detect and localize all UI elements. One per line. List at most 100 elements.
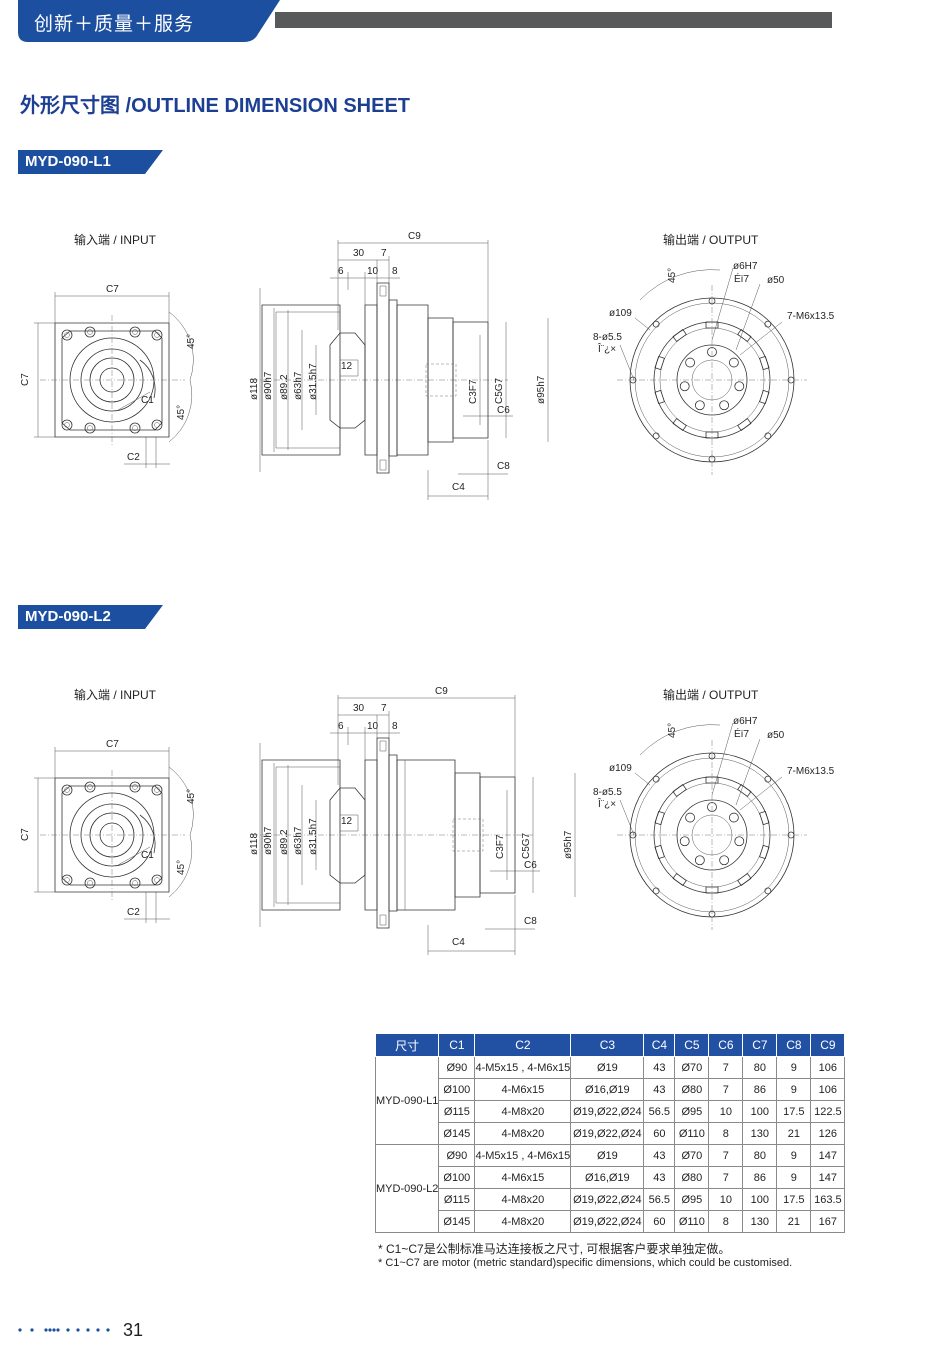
table-cell: 9 bbox=[776, 1078, 812, 1101]
dim-45-output: 45° bbox=[667, 722, 678, 738]
table-cell: Ø16,Ø19 bbox=[570, 1078, 645, 1101]
dim-c4: C4 bbox=[452, 937, 465, 948]
table-cell: 4-M6x15 bbox=[474, 1078, 572, 1101]
table-cell: 100 bbox=[742, 1188, 778, 1211]
dim-30: 30 bbox=[353, 248, 365, 259]
dim-c7-top: C7 bbox=[106, 739, 119, 750]
dim-c8: C8 bbox=[524, 916, 537, 927]
dim-12: 12 bbox=[341, 361, 353, 372]
input-view-drawing bbox=[0, 0, 952, 560]
table-cell: 4-M8x20 bbox=[474, 1188, 572, 1211]
table-cell: 4-M6x15 bbox=[474, 1166, 572, 1189]
table-cell: Ø95 bbox=[674, 1188, 710, 1211]
dim-d90-text: ø90h7 bbox=[263, 826, 274, 855]
dim-c7-left: C7 bbox=[20, 373, 31, 386]
table-cell: 4-M5x15 , 4-M6x15 bbox=[474, 1144, 572, 1167]
dim-d50: ø50 bbox=[767, 730, 785, 741]
dim-45-top: 45° bbox=[186, 788, 197, 804]
table-cell: Ø115 bbox=[438, 1100, 476, 1123]
dim-d63-text: ø63h7 bbox=[293, 826, 304, 855]
dim-d95: ø95h7 bbox=[536, 375, 547, 404]
table-cell: Ø19,Ø22,Ø24 bbox=[570, 1100, 645, 1123]
dim-6: 6 bbox=[338, 266, 344, 277]
table-header-cell: C2 bbox=[474, 1033, 572, 1057]
page-number: 31 bbox=[123, 1320, 144, 1340]
table-cell: Ø145 bbox=[438, 1210, 476, 1233]
table-cell: 9 bbox=[776, 1144, 812, 1167]
dim-d90-text: ø90h7 bbox=[263, 371, 274, 400]
table-header-cell: C7 bbox=[742, 1033, 778, 1057]
dim-c6: C6 bbox=[524, 860, 537, 871]
table-cell: 17.5 bbox=[776, 1100, 812, 1123]
table-cell: Ø115 bbox=[438, 1188, 476, 1211]
table-cell: 7 bbox=[708, 1166, 744, 1189]
dim-c5: C5G7 bbox=[521, 832, 532, 859]
table-cell: 80 bbox=[742, 1056, 778, 1079]
table-cell: 60 bbox=[643, 1210, 676, 1233]
table-cell: Ø100 bbox=[438, 1078, 476, 1101]
dim-c1: C1 bbox=[141, 850, 154, 861]
table-cell: Ø80 bbox=[674, 1078, 710, 1101]
model-tag: MYD-090-L1 bbox=[18, 150, 163, 174]
dim-d118-text: ø118 bbox=[249, 832, 260, 855]
table-header-cell: C8 bbox=[776, 1033, 812, 1057]
table-cell: 9 bbox=[776, 1056, 812, 1079]
dim-7m6: 7-M6x13.5 bbox=[787, 311, 835, 322]
table-cell: 122.5 bbox=[810, 1100, 846, 1123]
dim-c5: C5G7 bbox=[494, 377, 505, 404]
dim-c7-left: C7 bbox=[20, 828, 31, 841]
table-cell: 100 bbox=[742, 1100, 778, 1123]
table-cell: 86 bbox=[742, 1078, 778, 1101]
table-cell: 17.5 bbox=[776, 1188, 812, 1211]
table-cell: 8 bbox=[708, 1210, 744, 1233]
table-cell: 163.5 bbox=[810, 1188, 846, 1211]
note-cn: * C1~C7是公制标准马达连接板之尺寸, 可根据客户要求单独定做。 bbox=[378, 1242, 731, 1256]
dim-tolerance: Éï7 bbox=[734, 729, 750, 740]
table-cell: 43 bbox=[643, 1166, 676, 1189]
header-bar bbox=[275, 12, 832, 28]
table-cell: Ø19,Ø22,Ø24 bbox=[570, 1188, 645, 1211]
page-dots-decoration bbox=[18, 1328, 110, 1332]
table-cell: 106 bbox=[810, 1056, 846, 1079]
dim-tolerance: Éï7 bbox=[734, 274, 750, 285]
table-cell: Ø19,Ø22,Ø24 bbox=[570, 1210, 645, 1233]
table-cell: Ø95 bbox=[674, 1100, 710, 1123]
table-cell: 7 bbox=[708, 1056, 744, 1079]
table-cell: 86 bbox=[742, 1166, 778, 1189]
table-cell: Ø80 bbox=[674, 1166, 710, 1189]
dim-d50: ø50 bbox=[767, 275, 785, 286]
dim-45-output: 45° bbox=[667, 267, 678, 283]
table-cell: Ø110 bbox=[674, 1122, 710, 1145]
table-cell: 126 bbox=[810, 1122, 846, 1145]
table-cell: Ø100 bbox=[438, 1166, 476, 1189]
table-cell: Ø90 bbox=[438, 1144, 476, 1167]
dim-c1: C1 bbox=[141, 395, 154, 406]
dim-d89-text: ø89.2 bbox=[279, 374, 290, 400]
table-cell: Ø110 bbox=[674, 1210, 710, 1233]
dim-7: 7 bbox=[381, 248, 387, 259]
dim-d31-text: ø31.5h7 bbox=[308, 363, 319, 400]
table-cell: Ø19,Ø22,Ø24 bbox=[570, 1122, 645, 1145]
table-cell: Ø19 bbox=[570, 1056, 645, 1079]
table-header-cell: C6 bbox=[708, 1033, 744, 1057]
table-cell: Ø16,Ø19 bbox=[570, 1166, 645, 1189]
dim-c6: C6 bbox=[497, 405, 510, 416]
dim-d31-text: ø31.5h7 bbox=[308, 818, 319, 855]
table-cell: 147 bbox=[810, 1166, 846, 1189]
table-cell: 43 bbox=[643, 1078, 676, 1101]
table-header-cell: C4 bbox=[643, 1033, 676, 1057]
model-tag-label: MYD-090-L2 bbox=[25, 608, 111, 625]
table-cell: Ø70 bbox=[674, 1144, 710, 1167]
table-header-cell: 尺寸 bbox=[374, 1033, 440, 1057]
